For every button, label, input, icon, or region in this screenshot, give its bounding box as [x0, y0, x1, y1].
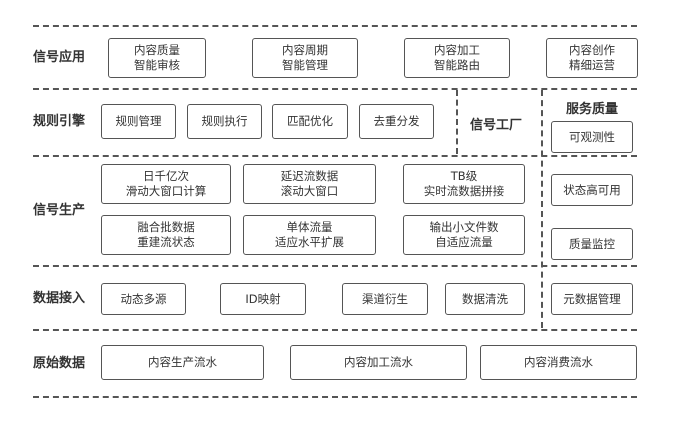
separator-service-quality — [541, 90, 543, 328]
row-label-production: 信号生产 — [33, 203, 86, 218]
box-line: 滚动大窗口 — [280, 184, 339, 198]
separator-production-ingestion — [33, 265, 637, 267]
box-state-ha: 状态高可用 — [551, 174, 633, 206]
box-production-stream: 内容生产流水 — [101, 345, 264, 380]
box-line: 延迟流数据 — [280, 169, 339, 183]
box-tumbling-window: 延迟流数据 滚动大窗口 — [243, 164, 376, 204]
box-rule-management: 规则管理 — [101, 104, 176, 139]
box-small-files: 输出小文件数 自适应流量 — [403, 215, 525, 255]
box-line: 数据清洗 — [462, 291, 508, 306]
row-label-raw: 原始数据 — [33, 356, 86, 371]
box-line: 规则管理 — [115, 114, 162, 128]
box-id-mapping: ID映射 — [220, 283, 306, 315]
box-line: 内容周期 — [282, 43, 328, 57]
box-line: 内容消费流水 — [524, 355, 593, 369]
box-stream-join: TB级 实时流数据拼接 — [403, 164, 525, 204]
box-processing-stream: 内容加工流水 — [290, 345, 467, 380]
box-sliding-window: 日千亿次 滑动大窗口计算 — [101, 164, 231, 204]
box-horizontal-scaling: 单体流量 适应水平扩展 — [243, 215, 376, 255]
box-content-creation: 内容创作 精细运营 — [546, 38, 638, 78]
box-line: 日千亿次 — [143, 169, 189, 183]
box-line: 融合批数据 — [137, 220, 195, 234]
box-line: 内容质量 — [134, 43, 180, 57]
box-line: 元数据管理 — [563, 291, 621, 306]
box-line: 状态高可用 — [563, 182, 621, 197]
box-batch-fusion: 融合批数据 重建流状态 — [101, 215, 231, 255]
box-line: 智能管理 — [282, 58, 328, 72]
box-line: 智能路由 — [434, 58, 480, 72]
separator-bottom — [33, 396, 637, 398]
row-label-application: 信号应用 — [33, 50, 86, 65]
separator-factory — [456, 90, 458, 154]
box-content-processing: 内容加工 智能路由 — [404, 38, 510, 78]
box-line: 质量监控 — [569, 236, 615, 251]
service-quality-title: 服务质量 — [566, 102, 619, 117]
box-line: 适应水平扩展 — [275, 235, 344, 249]
box-channel-derivation: 渠道衍生 — [342, 283, 428, 315]
box-match-optimization: 匹配优化 — [272, 104, 348, 139]
box-data-cleaning: 数据清洗 — [445, 283, 525, 315]
box-line: 精细运营 — [569, 58, 615, 72]
row-label-rules: 规则引擎 — [33, 114, 86, 129]
row-label-ingestion: 数据接入 — [33, 291, 86, 306]
box-line: 内容加工流水 — [344, 355, 413, 369]
box-line: ID映射 — [245, 291, 281, 306]
box-dedup-dispatch: 去重分发 — [359, 104, 434, 139]
separator-app-rules — [33, 88, 637, 90]
box-consumption-stream: 内容消费流水 — [480, 345, 637, 380]
signal-factory-label: 信号工厂 — [470, 118, 523, 133]
box-observability: 可观测性 — [551, 121, 633, 153]
box-line: 自适应流量 — [435, 235, 493, 249]
box-line: 规则执行 — [201, 114, 248, 128]
box-line: 渠道衍生 — [362, 291, 408, 306]
box-line: 内容创作 — [569, 43, 615, 57]
box-line: 可观测性 — [569, 129, 615, 144]
box-line: 智能审核 — [134, 58, 180, 72]
box-line: 滑动大窗口计算 — [125, 184, 207, 198]
box-rule-execution: 规则执行 — [187, 104, 262, 139]
box-line: 重建流状态 — [137, 235, 195, 249]
box-metadata-management: 元数据管理 — [551, 283, 633, 315]
box-line: 去重分发 — [373, 114, 420, 128]
separator-ingestion-raw — [33, 329, 637, 331]
separator-rules-production — [33, 155, 637, 157]
box-line: 匹配优化 — [287, 114, 333, 128]
box-dynamic-sources: 动态多源 — [101, 283, 186, 315]
box-line: 输出小文件数 — [429, 220, 499, 234]
box-line: 动态多源 — [120, 291, 167, 306]
separator-top — [33, 25, 637, 27]
box-line: 实时流数据拼接 — [423, 184, 505, 198]
box-content-quality: 内容质量 智能审核 — [108, 38, 206, 78]
box-line: 内容生产流水 — [148, 355, 217, 369]
box-content-lifecycle: 内容周期 智能管理 — [252, 38, 358, 78]
box-quality-monitor: 质量监控 — [551, 228, 633, 260]
box-line: 单体流量 — [286, 220, 333, 234]
box-line: 内容加工 — [434, 43, 480, 57]
box-line: TB级 — [450, 169, 478, 183]
